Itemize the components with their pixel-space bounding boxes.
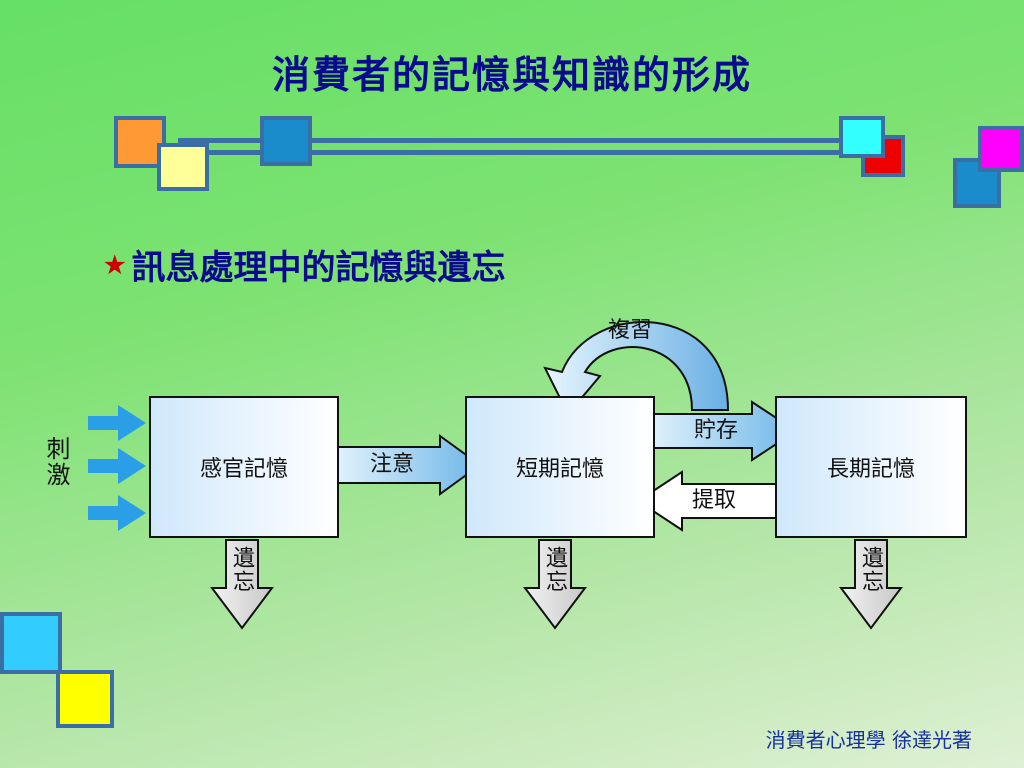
- rehearsal-label: 複習: [608, 318, 653, 343]
- forget-label-3: 遺忘: [858, 546, 883, 594]
- stimulus-label: 刺激: [42, 436, 70, 488]
- decor-square-cyan: [839, 116, 885, 158]
- footer-credit: 消費者心理學 徐達光著: [765, 728, 972, 752]
- retrieval-label: 提取: [692, 488, 737, 513]
- sensory-memory-box: 感官記憶: [149, 396, 339, 538]
- long-term-memory-label: 長期記憶: [826, 457, 915, 482]
- bullet-text: 訊息處理中的記憶與遺忘: [131, 248, 506, 288]
- decor-square-blue: [260, 116, 312, 166]
- decor-square-lightyellow: [157, 143, 209, 191]
- retrieval-arrow: [636, 470, 777, 532]
- forget-label-1: 遺忘: [229, 546, 254, 594]
- attention-arrow: [337, 434, 482, 496]
- rehearsal-arrow: [543, 321, 730, 416]
- long-term-memory-box: 長期記憶: [775, 396, 967, 538]
- forget-arrow-3: [839, 539, 903, 630]
- decor-square-magenta: [978, 126, 1024, 172]
- bullet-item: ★訊息處理中的記憶與遺忘: [104, 240, 506, 289]
- decor-rule-top: [178, 138, 878, 143]
- page-title: 消費者的記憶與知識的形成: [271, 52, 752, 97]
- sensory-memory-label: 感官記憶: [199, 457, 288, 482]
- short-term-memory-box: 短期記憶: [465, 396, 655, 538]
- forget-arrow-2: [523, 539, 587, 630]
- attention-label: 注意: [370, 452, 415, 477]
- decor-square-orange: [114, 116, 166, 168]
- stimulus-arrow-1: [88, 405, 146, 441]
- decor-rule-bottom: [178, 150, 878, 155]
- short-term-memory-label: 短期記憶: [515, 457, 604, 482]
- stimulus-arrows: [88, 405, 146, 531]
- stimulus-arrow-2: [88, 448, 146, 484]
- forget-label-2: 遺忘: [542, 546, 567, 594]
- storage-arrow: [651, 400, 798, 462]
- storage-label: 貯存: [694, 418, 739, 443]
- forget-arrow-1: [210, 539, 274, 630]
- decor-square-yellow: [56, 670, 114, 728]
- stimulus-arrow-3: [88, 495, 146, 531]
- star-icon: ★: [104, 250, 126, 279]
- decor-square-skyblue: [0, 612, 62, 674]
